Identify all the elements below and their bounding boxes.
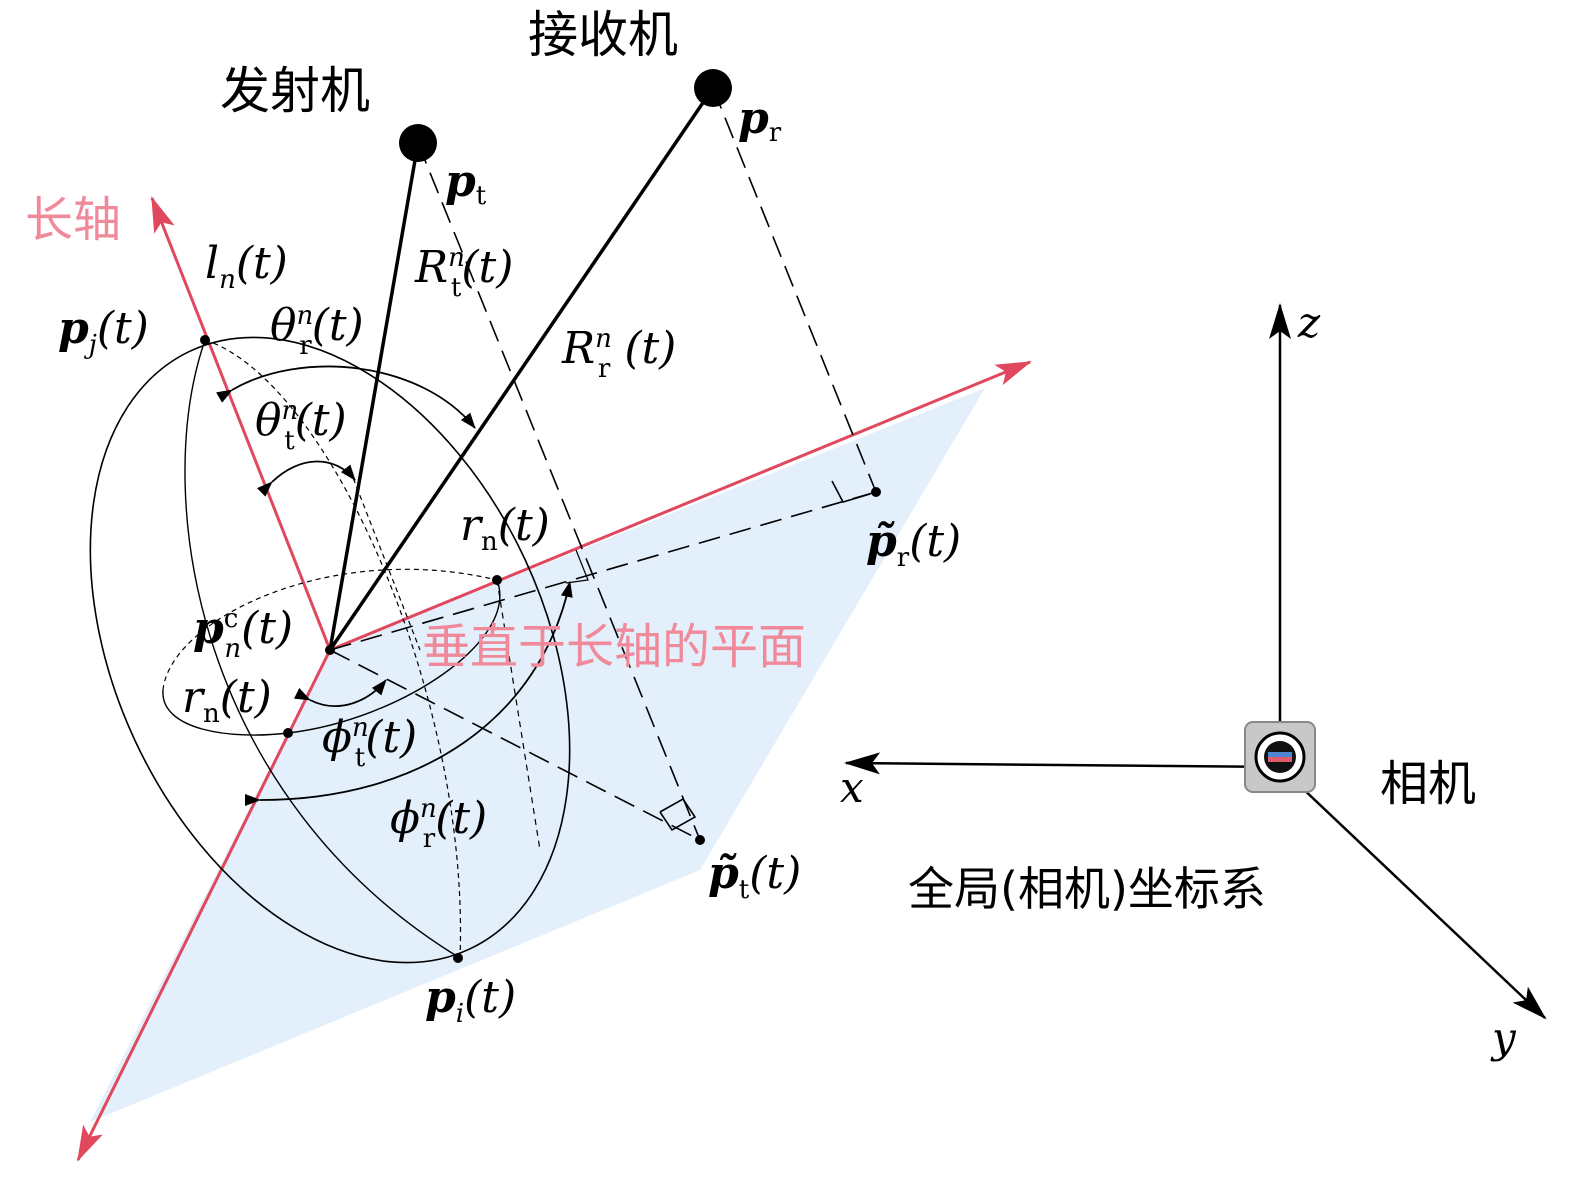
pt-tilde-label: p̃t(t) — [708, 848, 801, 905]
pj-point — [200, 335, 210, 345]
theta-t-arc — [257, 460, 356, 497]
pi-label: pi(t) — [425, 972, 516, 1029]
perpendicular-plane — [90, 388, 985, 1122]
pr-label: pr — [738, 93, 782, 148]
rn-lower-point — [283, 728, 293, 738]
pj-label: pj(t) — [58, 303, 149, 360]
receiver-line — [328, 87, 715, 651]
y-axis-label: y — [1490, 1013, 1517, 1062]
right-angle-pt — [659, 797, 697, 832]
rn-upper-point — [492, 575, 502, 585]
rn-upper-label: rn(t) — [460, 500, 550, 557]
y-axis-line — [1279, 766, 1547, 1020]
pnc-point — [325, 645, 335, 655]
camera-icon — [1244, 721, 1316, 793]
right-angle-pr — [831, 480, 871, 503]
ln-label: ln(t) — [205, 238, 288, 295]
camera-label: 相机 — [1380, 756, 1476, 812]
x-axis-line — [844, 752, 1281, 775]
inner-dashed-line — [349, 469, 421, 651]
rn-lower-label: rn(t) — [182, 672, 272, 729]
theta-r-arc — [216, 365, 476, 429]
global-frame-label: 全局(相机)坐标系 — [908, 862, 1266, 916]
transmitter-point — [399, 124, 437, 162]
plane-label: 垂直于长轴的平面 — [422, 619, 806, 675]
x-axis-label: x — [840, 763, 864, 812]
pt-label: pt — [445, 156, 487, 211]
ellipsoid-meridian-back — [204, 339, 462, 959]
pr-tilde-label: p̃r(t) — [866, 516, 961, 573]
transmitter-label: 发射机 — [220, 62, 370, 120]
pr-tilde-point — [871, 487, 881, 497]
ellipsoid-meridian — [184, 339, 461, 959]
z-axis-label: z — [1297, 298, 1321, 347]
pi-point — [453, 953, 463, 963]
long-axis-label: 长轴 — [25, 192, 121, 248]
cross-section-back — [162, 568, 498, 691]
pt-tilde-point — [695, 835, 705, 845]
receiver-point — [694, 69, 732, 107]
right-angle-plane — [565, 549, 589, 584]
receiver-label: 接收机 — [528, 6, 678, 64]
pt-projection-line — [417, 142, 701, 841]
pr-projection-line — [712, 87, 877, 493]
ellipsoid-outline — [89, 336, 571, 964]
phi-r-arc — [244, 581, 573, 807]
